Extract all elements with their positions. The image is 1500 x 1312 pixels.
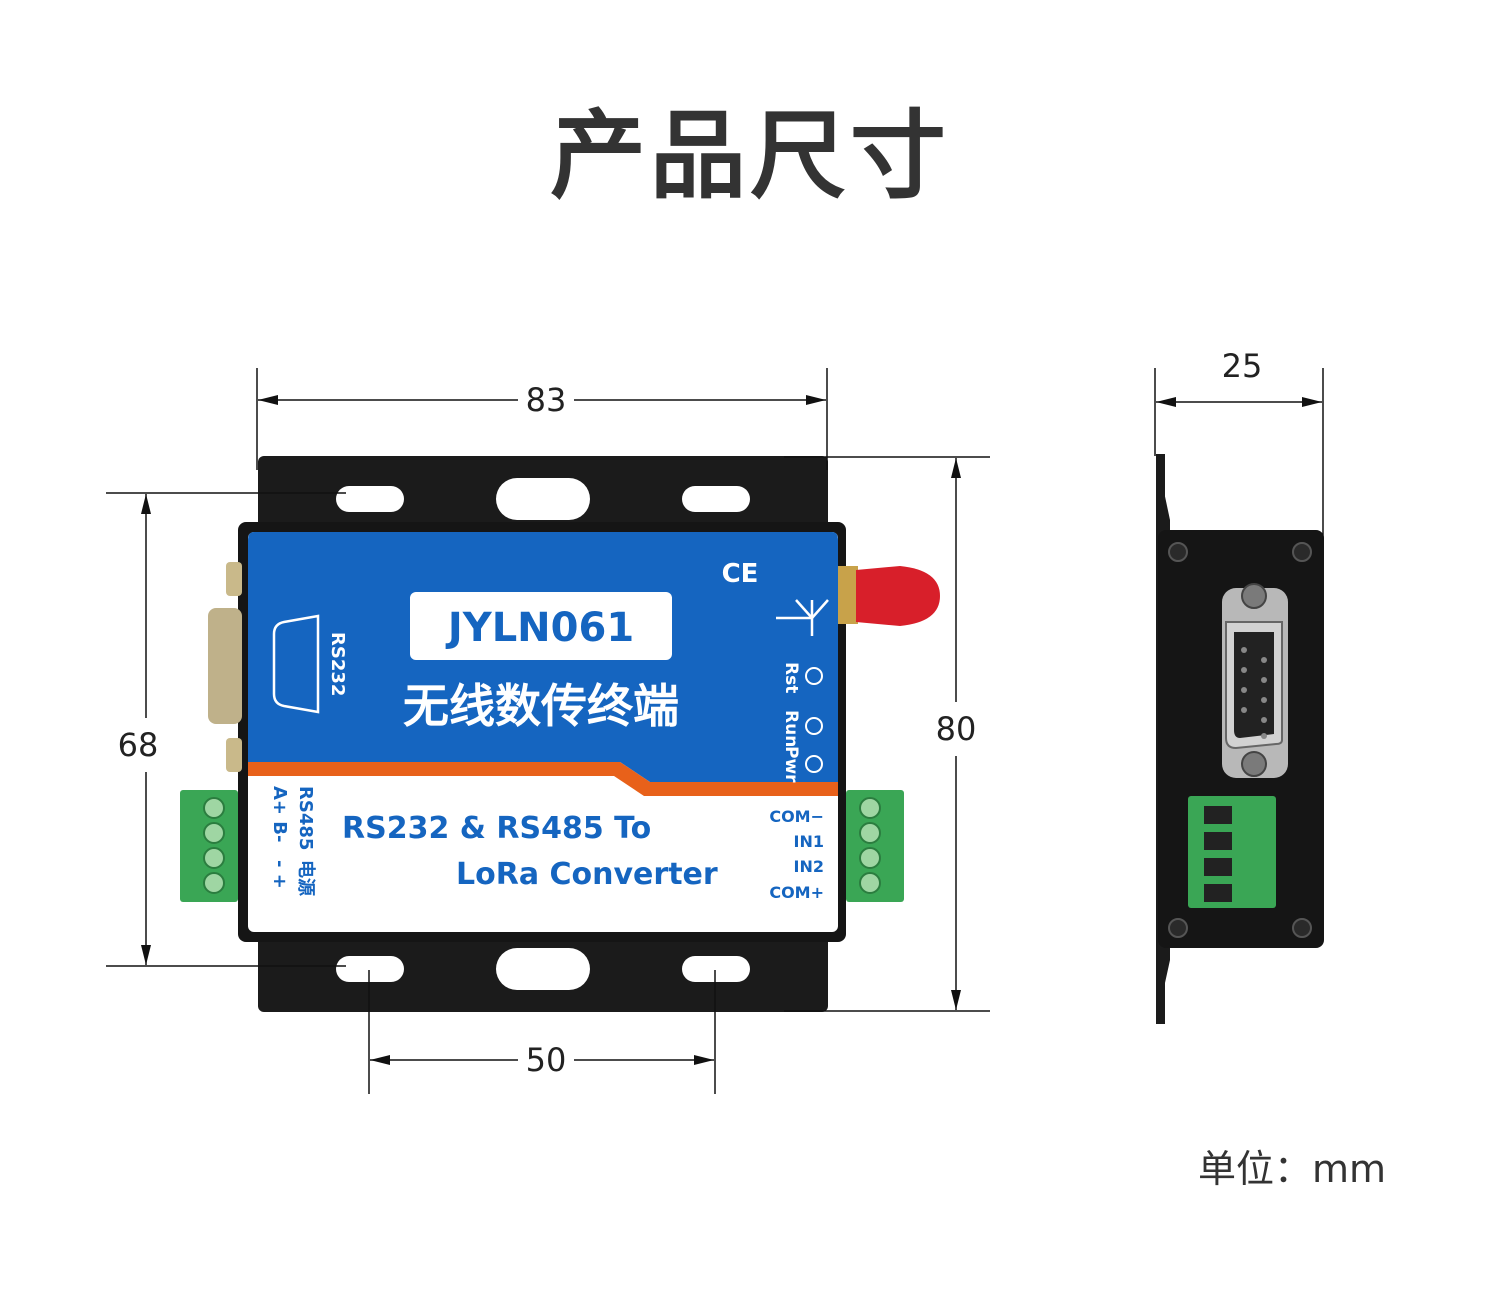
device-name-cn: 无线数传终端 [403,679,679,733]
mount-hole [336,486,404,512]
rs485-label: RS485 [295,786,316,850]
io-label: IN2 [794,857,824,876]
front-view-device: JYLN061 无线数传终端 CE RS232 Rst Run Pwr RS48… [180,456,940,1012]
page-title: 产品尺寸 [550,100,950,212]
led-pwr [805,755,823,773]
mount-hole [496,478,590,520]
unit-label: 单位：mm [1198,1147,1387,1191]
led-rst [805,667,823,685]
db9-outline-icon [272,614,320,714]
led-pwr-label: Pwr [781,746,801,783]
io-label: COM− [769,807,824,826]
rs485-pins: A+ B- [269,786,290,842]
rs485-power-terminal [180,790,238,902]
power-pins: - + [269,860,290,889]
antenna [856,566,940,626]
subtitle-line1: RS232 & RS485 To [342,811,651,846]
mount-hole [496,948,590,990]
power-label: 电源 [295,860,317,896]
dim-inner-height: 68 [118,726,159,764]
mount-hole [682,956,750,982]
dim-width: 83 [526,381,567,419]
subtitle-line2: LoRa Converter [456,857,718,892]
antenna-icon [776,599,829,636]
dim-hole-spacing: 50 [526,1041,567,1079]
io-label: COM+ [769,883,824,902]
mount-hole [682,486,750,512]
front-dimensions [106,368,990,1094]
label-orange-stripe [248,762,838,796]
side-dimensions [1154,368,1324,540]
dim-height: 80 [936,710,977,748]
ce-mark: CE [722,559,759,589]
led-run-label: Run [781,710,801,747]
led-run [805,717,823,735]
mount-hole [336,956,404,982]
rs232-label: RS232 [327,632,348,696]
led-rst-label: Rst [781,662,801,693]
dim-depth: 25 [1222,347,1263,385]
model-number: JYLN061 [445,605,634,651]
side-view-device [1156,454,1324,1024]
io-terminal [846,790,904,902]
io-label: IN1 [794,832,824,851]
